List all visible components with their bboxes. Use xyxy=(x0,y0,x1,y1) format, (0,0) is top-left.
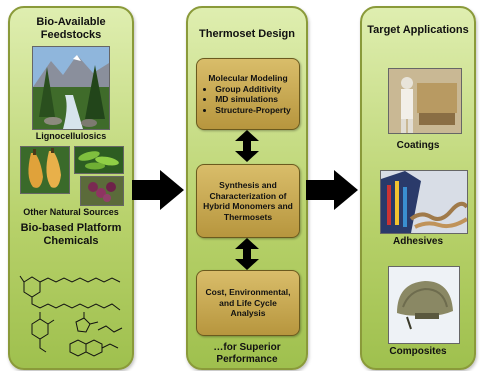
synthesis-box: Synthesis and Characterization of Hybrid… xyxy=(196,164,300,238)
synthesis-text: Synthesis and Characterization of Hybrid… xyxy=(203,180,293,222)
molecular-modeling-title: Molecular Modeling xyxy=(208,73,288,83)
double-arrow-icon xyxy=(235,130,259,162)
composites-label: Composites xyxy=(389,346,447,357)
cost-analysis-box: Cost, Environmental, and Life Cycle Anal… xyxy=(196,270,300,336)
chemical-structures-icon xyxy=(19,275,123,357)
feedstocks-panel: Bio-Available Feedstocks Lignocellulosic… xyxy=(8,6,134,370)
lignocellulosics-label: Lignocellulosics xyxy=(35,131,107,141)
double-arrow-icon xyxy=(235,238,259,270)
other-sources-label: Other Natural Sources xyxy=(23,207,119,217)
thermoset-design-title: Thermoset Design xyxy=(199,28,295,40)
forest-stream-image xyxy=(32,46,110,130)
arrow-right-icon xyxy=(132,170,184,210)
adhesives-label: Adhesives xyxy=(392,236,444,247)
coatings-image xyxy=(388,68,462,134)
feedstocks-title: Bio-Available Feedstocks xyxy=(36,16,106,41)
performance-footer: …for Superior Performance xyxy=(213,342,281,365)
berries-image xyxy=(80,176,124,206)
list-item: Structure-Property xyxy=(215,105,291,116)
squash-image xyxy=(20,146,70,194)
applications-panel: Target Applications Coatings Adhesives xyxy=(360,6,476,370)
list-item: Group Additivity xyxy=(215,84,291,95)
thermoset-design-panel: Thermoset Design Molecular Modeling Grou… xyxy=(186,6,308,370)
pea-pods-image xyxy=(74,146,124,174)
adhesives-image xyxy=(380,170,468,234)
coatings-label: Coatings xyxy=(396,140,440,151)
arrow-right-icon xyxy=(306,170,358,210)
applications-title: Target Applications xyxy=(367,24,469,36)
list-item: MD simulations xyxy=(215,94,291,105)
molecular-modeling-box: Molecular Modeling Group Additivity MD s… xyxy=(196,58,300,130)
molecular-modeling-list: Group Additivity MD simulations Structur… xyxy=(205,84,291,116)
cost-analysis-text: Cost, Environmental, and Life Cycle Anal… xyxy=(205,287,291,319)
platform-chemicals-title: Bio-based Platform Chemicals xyxy=(20,222,122,247)
composites-image xyxy=(388,266,460,344)
